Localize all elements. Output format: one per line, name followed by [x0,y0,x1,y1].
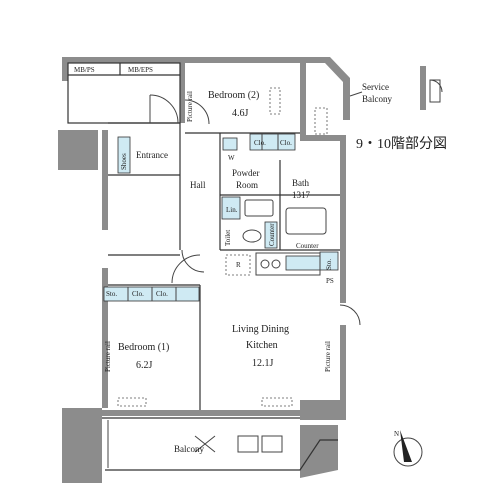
powder-room-label-2: Room [236,180,258,190]
picture-rail-label-bedroom2: Picture rail [186,91,194,122]
bath-label: Bath [292,178,309,188]
clo-label: Clo. [280,139,292,147]
balcony-unit [237,435,259,453]
counter-label-vertical: Counter [268,223,276,246]
ldk-name-line2: Kitchen [246,340,278,351]
sto-label-kitchen: Sto. [325,259,333,270]
vanity-sink [244,199,274,217]
bedroom2-size: 4.6J [232,108,249,119]
sto-label-bedroom1: Sto. [106,290,117,298]
fixtures [117,87,328,453]
bedroom1-size: 6.2J [136,360,153,371]
bathtub [285,207,327,235]
floor-label: 9・10階部分図 [356,136,447,152]
clo-label-bedroom1: Clo. [132,290,144,298]
counter-label: Counter [296,242,319,250]
shoes-label: Shoes [120,153,128,170]
clo-label: Clo. [254,139,266,147]
north-label: N [394,430,399,438]
stove-burner [260,259,270,269]
lin-label: Lin. [226,206,238,214]
hall-label: Hall [190,180,206,190]
mbeps-label: MB/EPS [128,66,153,74]
ldk-size: 12.1J [252,358,274,369]
north-compass [393,430,423,467]
interior-partitions [67,62,340,471]
doors [149,94,361,326]
service-balcony-detail [349,66,443,110]
storage-areas [103,133,339,302]
stove-burner [271,259,281,269]
walls [58,57,350,483]
picture-rail-label-bedroom1: Picture rail [104,341,112,372]
balcony-unit [261,435,283,453]
clo-label-bedroom1: Clo. [156,290,168,298]
entrance-label: Entrance [136,150,168,160]
bedroom2-name: Bedroom (2) [208,90,259,101]
ldk-name-line1: Living Dining [232,324,289,335]
picture-rail-label-ldk: Picture rail [324,341,332,372]
ps-label: PS [326,277,334,285]
service-balcony-label-2: Balcony [362,94,392,104]
r-label: R [236,261,241,269]
service-balcony-label-1: Service [362,82,389,92]
toilet-fixture [242,229,262,243]
toilet-label: Toilet [224,230,232,246]
mbps-label: MB/PS [74,66,95,74]
balcony-label: Balcony [174,444,204,454]
bedroom1-name: Bedroom (1) [118,342,169,353]
w-label: W [228,154,235,162]
bath-size: 1317 [292,190,311,200]
kitchen-counter [255,252,321,276]
powder-room-label-1: Powder [232,168,260,178]
refrigerator [225,254,251,276]
